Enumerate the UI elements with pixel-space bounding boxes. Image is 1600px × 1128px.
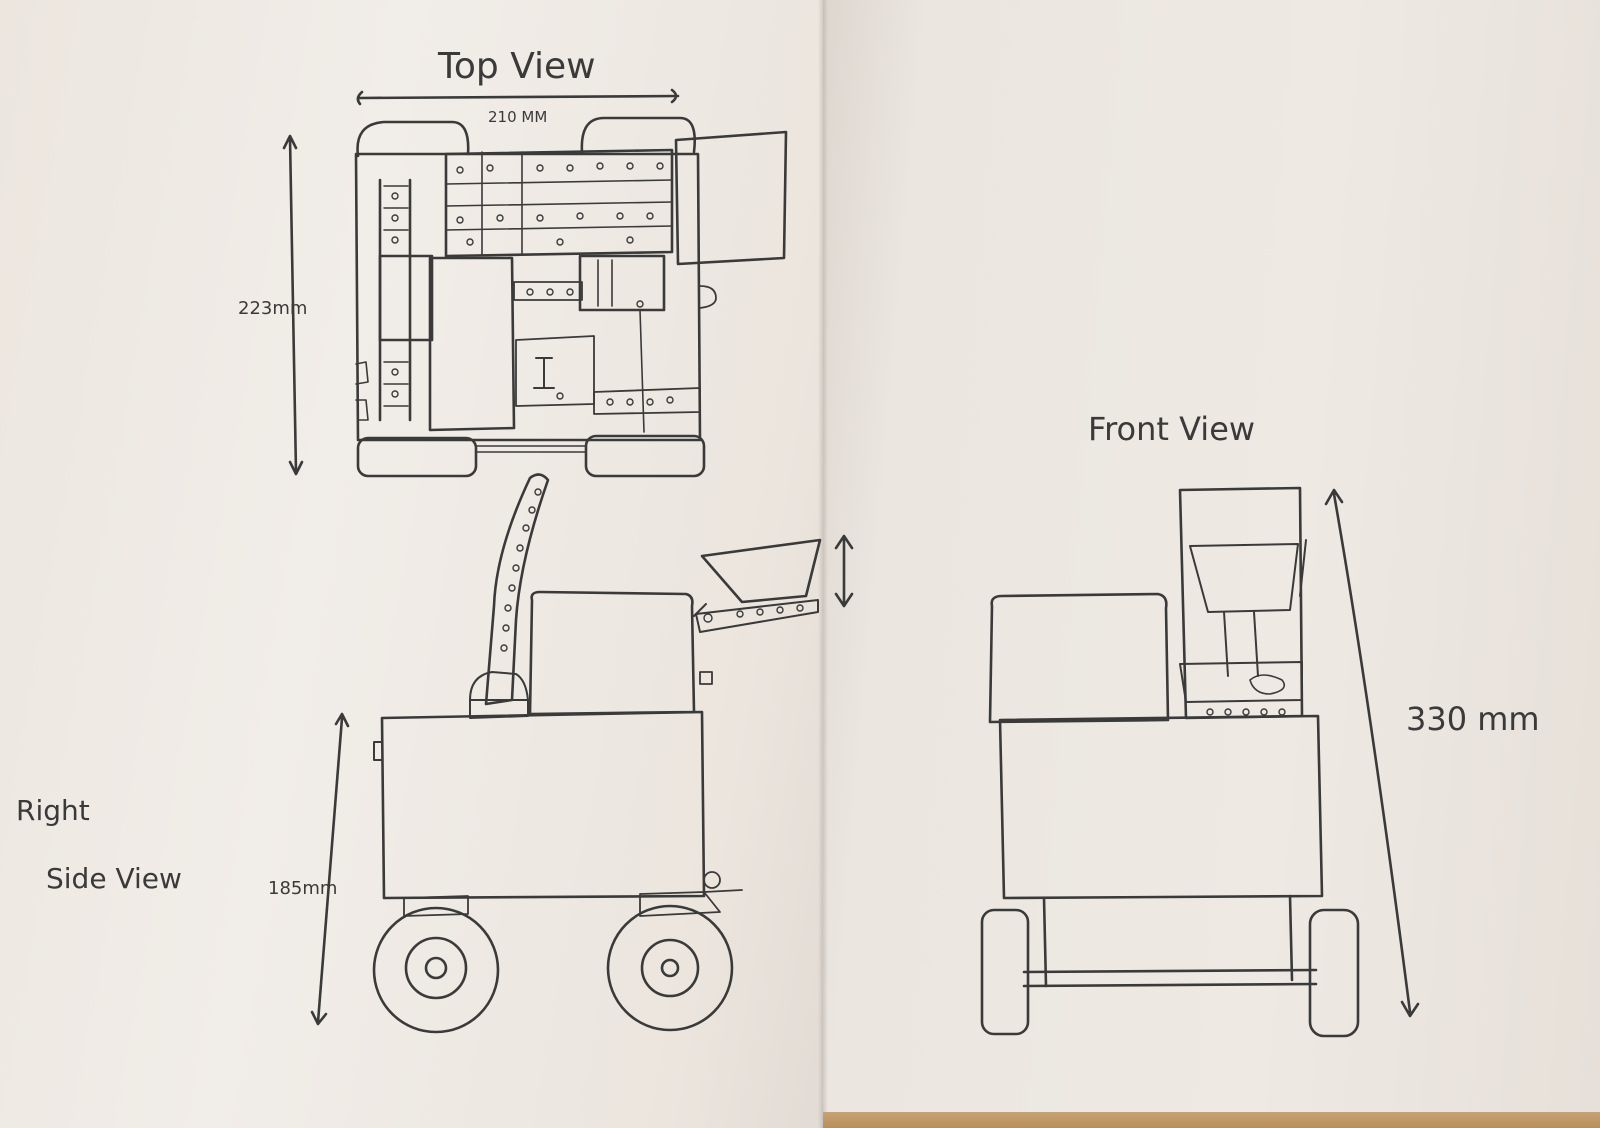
side-view-title-line2: Side View: [46, 862, 182, 895]
side-view-height-label: 185mm: [268, 878, 337, 899]
top-view-drawing: [282, 88, 788, 478]
top-view-depth-label: 223mm: [238, 298, 307, 319]
paper-right-page: [823, 0, 1600, 1120]
table-surface: [823, 1112, 1600, 1128]
front-view-title: Front View: [1088, 410, 1255, 448]
paper-left-page: [0, 0, 823, 1128]
front-view-drawing: [980, 486, 1420, 1038]
paper-fold: [818, 0, 828, 1128]
top-view-title: Top View: [437, 46, 596, 87]
side-view-drawing: [310, 473, 854, 1034]
side-view-title-line1: Right: [16, 794, 90, 827]
top-view-width-label: 210 MM: [488, 108, 547, 126]
front-view-height-label: 330 mm: [1406, 700, 1540, 738]
